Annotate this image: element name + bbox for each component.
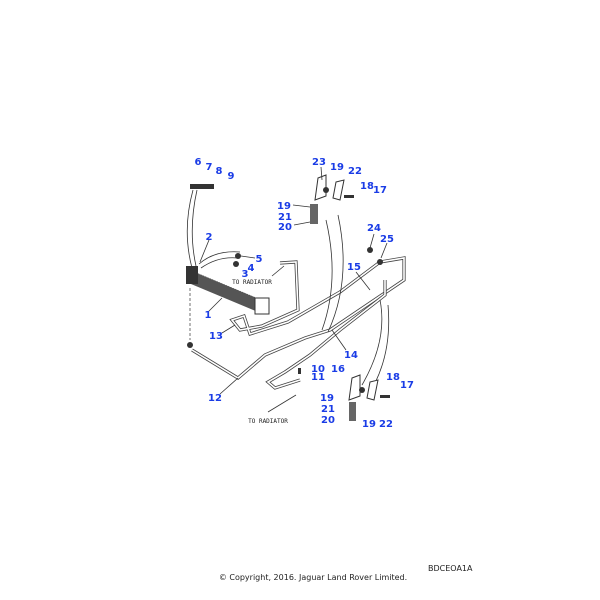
callout-10: 10: [311, 364, 325, 375]
callout-19: 19: [320, 393, 334, 404]
callout-22: 22: [348, 166, 362, 177]
callout-15: 15: [347, 262, 361, 273]
callout-19: 19: [330, 162, 344, 173]
callout-9: 9: [228, 171, 235, 182]
callout-6: 6: [195, 157, 202, 168]
callout-13: 13: [209, 331, 223, 342]
callout-21: 21: [278, 212, 292, 223]
callout-18: 18: [386, 372, 400, 383]
callout-18: 18: [360, 181, 374, 192]
callout-4: 4: [248, 263, 255, 274]
callout-19: 19: [277, 201, 291, 212]
callout-23: 23: [312, 157, 326, 168]
callout-2: 2: [206, 232, 213, 243]
callout-14: 14: [344, 350, 358, 361]
callout-24: 24: [367, 223, 381, 234]
callout-22: 22: [379, 419, 393, 430]
callout-19: 19: [362, 419, 376, 430]
oil-cooler: [186, 266, 270, 315]
callout-16: 16: [331, 364, 345, 375]
callout-1: 1: [205, 310, 212, 321]
callout-5: 5: [256, 254, 263, 265]
callout-3: 3: [242, 269, 249, 280]
callout-21: 21: [321, 404, 335, 415]
note-to-radiator: TO RADIATOR: [248, 418, 288, 425]
pipes: [191, 256, 406, 390]
callout-12: 12: [208, 393, 222, 404]
callout-20: 20: [278, 222, 292, 233]
callout-8: 8: [216, 166, 223, 177]
note-to-radiator: TO RADIATOR: [232, 279, 272, 286]
callout-25: 25: [380, 234, 394, 245]
copyright: © Copyright, 2016. Jaguar Land Rover Lim…: [218, 573, 408, 582]
callout-20: 20: [321, 415, 335, 426]
callout-17: 17: [400, 380, 414, 391]
callout-7: 7: [206, 162, 213, 173]
callout-11: 11: [311, 372, 325, 383]
callout-17: 17: [373, 185, 387, 196]
diagram-code: BDCEOA1A: [428, 564, 473, 573]
